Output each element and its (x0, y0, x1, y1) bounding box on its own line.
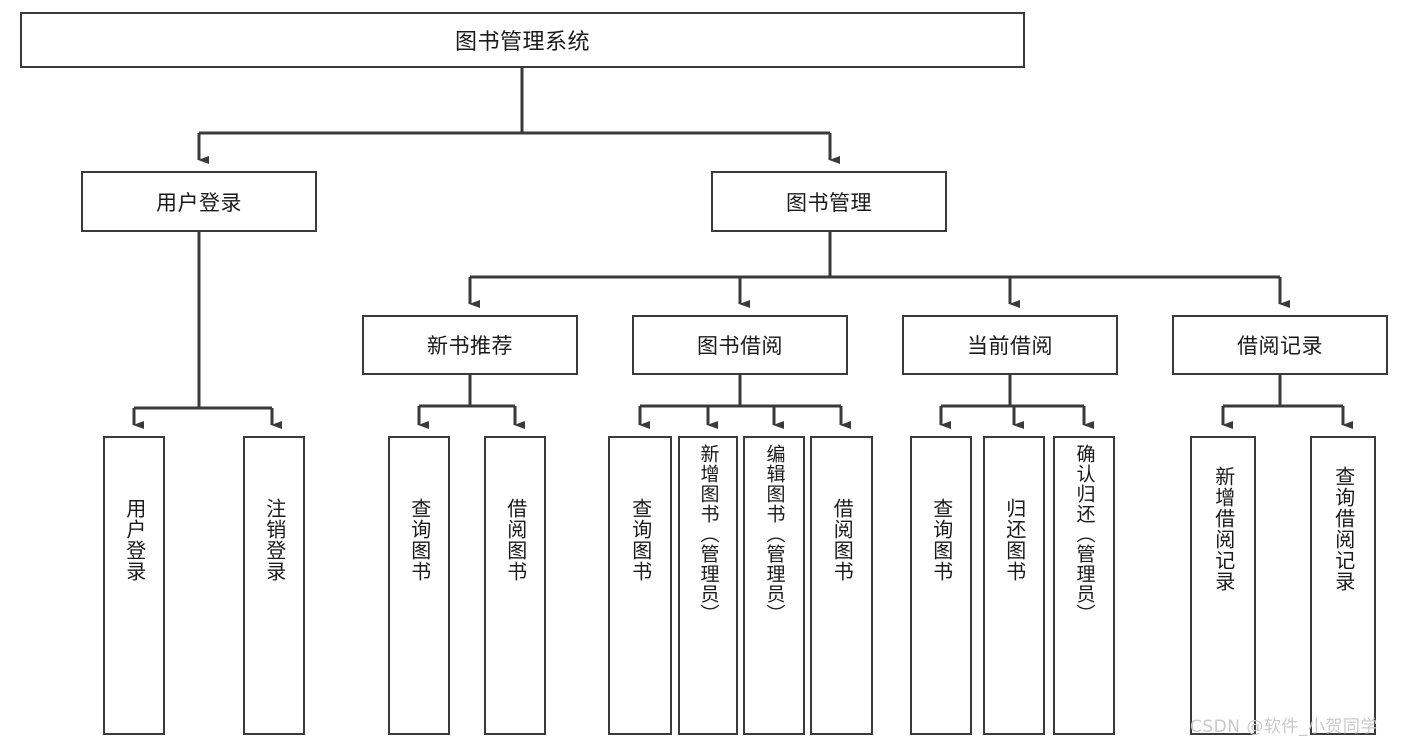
node-current-borrow-label: 当前借阅 (967, 334, 1053, 358)
node-root[interactable]: 图书管理系统 (20, 12, 1025, 68)
leaf-add-borrow-record[interactable]: 新增借阅记录 (1190, 436, 1256, 735)
leaf-edit-book-admin[interactable]: 编辑图书（管理员） (743, 436, 805, 735)
node-book-management-label: 图书管理 (786, 190, 872, 215)
leaf-borrow-book[interactable]: 借阅图书 (810, 436, 873, 735)
node-book-borrow[interactable]: 图书借阅 (632, 315, 848, 375)
leaf-add-borrow-record-label: 新增借阅记录 (1211, 466, 1236, 592)
node-user-login[interactable]: 用户登录 (81, 171, 317, 232)
leaf-borrow-book-recommend[interactable]: 借阅图书 (484, 436, 546, 735)
leaf-add-book-admin-label: 新增图书（管理员） (697, 444, 720, 624)
leaf-logout-label: 注销登录 (262, 498, 287, 582)
leaf-confirm-return-admin[interactable]: 确认归还（管理员） (1053, 436, 1115, 735)
leaf-user-login[interactable]: 用户登录 (103, 436, 165, 735)
node-borrow-record[interactable]: 借阅记录 (1172, 315, 1388, 375)
watermark-text: CSDN @软件_小贺同学 (1190, 717, 1378, 737)
leaf-user-login-label: 用户登录 (122, 498, 147, 582)
leaf-query-book-borrow[interactable]: 查询图书 (608, 436, 672, 735)
node-user-login-label: 用户登录 (156, 190, 242, 215)
node-root-label: 图书管理系统 (454, 30, 590, 55)
node-borrow-record-label: 借阅记录 (1237, 334, 1323, 358)
leaf-borrow-book-label: 借阅图书 (830, 498, 855, 582)
leaf-return-book-label: 归还图书 (1002, 498, 1027, 582)
leaf-query-book-borrow-label: 查询图书 (628, 498, 653, 582)
leaf-confirm-return-admin-label: 确认归还（管理员） (1073, 444, 1096, 624)
node-book-borrow-label: 图书借阅 (697, 334, 783, 358)
leaf-query-book-recommend-label: 查询图书 (407, 498, 432, 582)
leaf-query-book-current[interactable]: 查询图书 (910, 436, 972, 735)
leaf-query-borrow-record-label: 查询借阅记录 (1331, 466, 1356, 592)
leaf-return-book[interactable]: 归还图书 (983, 436, 1045, 735)
node-new-book-recommend-label: 新书推荐 (427, 334, 513, 358)
leaf-logout[interactable]: 注销登录 (243, 436, 305, 735)
leaf-query-book-recommend[interactable]: 查询图书 (388, 436, 450, 735)
node-new-book-recommend[interactable]: 新书推荐 (362, 315, 578, 375)
node-current-borrow[interactable]: 当前借阅 (902, 315, 1118, 375)
leaf-edit-book-admin-label: 编辑图书（管理员） (763, 444, 786, 624)
leaf-query-borrow-record[interactable]: 查询借阅记录 (1310, 436, 1376, 735)
leaf-add-book-admin[interactable]: 新增图书（管理员） (678, 436, 738, 735)
node-book-management[interactable]: 图书管理 (711, 171, 947, 232)
leaf-query-book-current-label: 查询图书 (929, 498, 954, 582)
leaf-borrow-book-recommend-label: 借阅图书 (503, 498, 528, 582)
